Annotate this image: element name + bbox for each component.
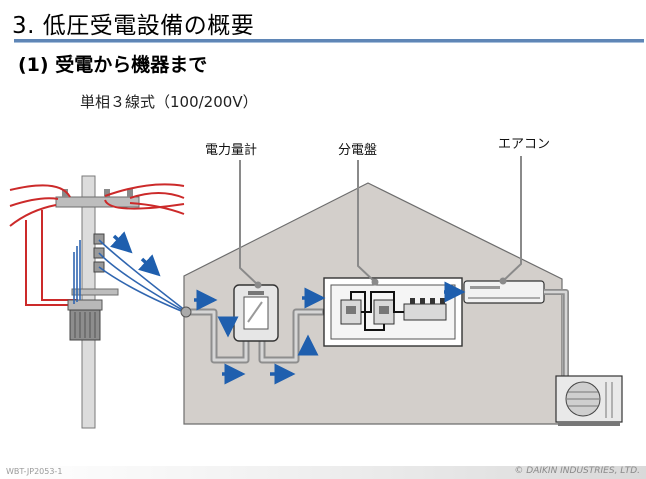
- flow-arrows: [110, 231, 466, 385]
- aircon-label: エアコン: [498, 137, 551, 152]
- primary-wires: [9, 183, 185, 306]
- label-leaders: [239, 156, 522, 286]
- page-title: 3. 低圧受電設備の概要: [12, 13, 255, 39]
- power-meter-icon: [233, 284, 279, 342]
- document-id: WBT-JP2053-1: [6, 467, 63, 476]
- footer-bar: [0, 466, 646, 479]
- distribution-panel-icon: [323, 277, 463, 347]
- title-rule: [14, 39, 644, 43]
- wiring-system-label: 単相３線式（100/200V）: [80, 93, 258, 111]
- section-subtitle: (1) 受電から機器まで: [18, 54, 208, 76]
- outdoor-unit-icon: [555, 375, 623, 426]
- meter-label: 電力量計: [205, 143, 258, 158]
- flow-arrow-icon: [110, 231, 133, 254]
- service-drop-wires: [73, 239, 187, 314]
- flow-arrow-icon: [138, 254, 161, 277]
- panel-label: 分電盤: [338, 143, 378, 158]
- copyright-notice: © DAIKIN INDUSTRIES, LTD.: [514, 466, 640, 476]
- transformer-icon: [67, 299, 103, 341]
